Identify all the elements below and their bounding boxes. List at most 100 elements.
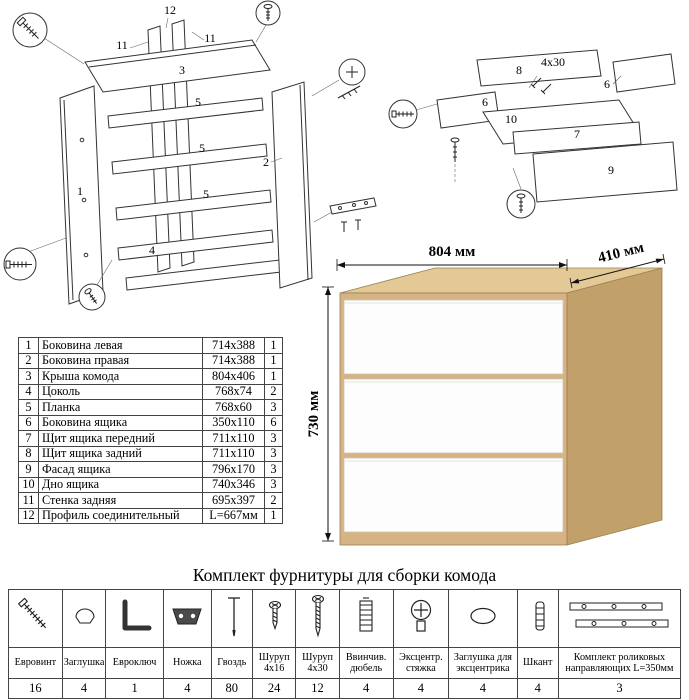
hardware-icons-row bbox=[8, 589, 682, 648]
part-name: Щит ящика передний bbox=[38, 430, 203, 447]
part-number: 6 bbox=[18, 414, 39, 431]
hardware-item-label: Евроключ bbox=[105, 647, 165, 679]
carcass-exploded-diagram: 12 11 11 3 1 2 5 5 5 4 bbox=[3, 0, 377, 311]
hardware-item-label: Гвоздь bbox=[210, 647, 253, 679]
part-label-2: 2 bbox=[263, 155, 269, 169]
part-name: Цоколь bbox=[38, 383, 203, 400]
part-7-drawer-front-shield bbox=[512, 121, 642, 155]
part-label-5: 5 bbox=[203, 187, 209, 201]
part-label-11: 11 bbox=[116, 38, 128, 52]
part-qty: 1 bbox=[264, 337, 283, 354]
part-size: 714x388 bbox=[202, 352, 265, 369]
part-name: Фасад ящика bbox=[38, 461, 203, 478]
hardware-item-label: Эксцентр. стяжка bbox=[392, 647, 450, 679]
drawer-front-1 bbox=[343, 299, 564, 375]
hardware-item-qty: 80 bbox=[210, 678, 253, 699]
part-3-top-panel bbox=[84, 39, 271, 93]
cam-lock-icon bbox=[392, 589, 450, 648]
part-qty: 1 bbox=[264, 368, 283, 385]
euroscrew-callout-icon bbox=[388, 99, 418, 129]
drawer-front-3 bbox=[343, 457, 564, 533]
part-label-1: 1 bbox=[77, 184, 83, 198]
hardware-title: Комплект фурнитуры для сборки комода bbox=[192, 565, 497, 585]
dimension-depth-label: 410 мм bbox=[596, 243, 645, 267]
screw-4x30-icon bbox=[295, 589, 340, 648]
plug-icon bbox=[61, 589, 107, 648]
part-label-9: 9 bbox=[608, 163, 614, 177]
part-number: 5 bbox=[18, 399, 39, 416]
part-label-10: 10 bbox=[505, 112, 517, 126]
hardware-item-label: Шкант bbox=[516, 647, 559, 679]
part-qty: 3 bbox=[264, 461, 283, 478]
hardware-item-qty: 4 bbox=[338, 678, 394, 699]
part-qty: 2 bbox=[264, 492, 283, 509]
part-qty: 3 bbox=[264, 399, 283, 416]
part-number: 2 bbox=[18, 352, 39, 369]
part-name: Стенка задняя bbox=[38, 492, 203, 509]
part-name: Крыша комода bbox=[38, 368, 203, 385]
part-5-rails bbox=[107, 97, 272, 221]
euroscrew-callout-icon bbox=[3, 247, 37, 281]
euroscrew-icon bbox=[8, 589, 63, 648]
roller-guide-detail-icon bbox=[329, 197, 377, 232]
roller-guides-icon bbox=[557, 589, 682, 648]
part-size: 350x110 bbox=[202, 414, 265, 431]
part-size: 796x170 bbox=[202, 461, 265, 478]
hardware-item-label: Шуруп 4x30 bbox=[295, 647, 340, 679]
part-size: 804x406 bbox=[202, 368, 265, 385]
screw-dowel-icon bbox=[338, 589, 394, 648]
screw-size-note: 4x30 bbox=[541, 55, 565, 69]
dimension-width: 804 мм bbox=[336, 244, 568, 271]
part-size: 711x110 bbox=[202, 445, 265, 462]
dresser-side-panel bbox=[566, 267, 663, 546]
screw-callout-icon bbox=[255, 0, 281, 26]
part-size: 768x74 bbox=[202, 383, 265, 400]
part-6-drawer-side-right bbox=[612, 53, 676, 93]
hardware-item-qty: 4 bbox=[516, 678, 559, 699]
hardware-item-qty: 4 bbox=[61, 678, 107, 699]
screw-4x16-icon bbox=[251, 589, 297, 648]
hardware-item-qty: 12 bbox=[295, 678, 340, 699]
shkant-icon bbox=[516, 589, 559, 648]
part-qty: 1 bbox=[264, 352, 283, 369]
part-label-5: 5 bbox=[195, 95, 201, 109]
part-number: 12 bbox=[18, 507, 39, 524]
part-qty: 6 bbox=[264, 414, 283, 431]
part-number: 8 bbox=[18, 445, 39, 462]
dimension-height: 730 мм bbox=[308, 286, 334, 542]
part-qty: 1 bbox=[264, 507, 283, 524]
hardware-item-qty: 4 bbox=[163, 678, 212, 699]
part-name: Боковина правая bbox=[38, 352, 203, 369]
part-qty: 3 bbox=[264, 430, 283, 447]
part-number: 3 bbox=[18, 368, 39, 385]
part-label-4: 4 bbox=[149, 243, 155, 257]
part-label-6: 6 bbox=[482, 95, 488, 109]
part-qty: 2 bbox=[264, 383, 283, 400]
hardware-item-qty: 1 bbox=[105, 678, 165, 699]
part-label-5: 5 bbox=[199, 141, 205, 155]
hardware-item-label: Заглушка для эксцентрика bbox=[448, 647, 518, 679]
dresser-body bbox=[339, 267, 663, 546]
hardware-item-qty: 4 bbox=[448, 678, 518, 699]
part-size: 695x397 bbox=[202, 492, 265, 509]
nail-icon bbox=[210, 589, 253, 648]
part-size: 711x110 bbox=[202, 430, 265, 447]
part-4-plinth-rails bbox=[117, 229, 282, 291]
part-number: 4 bbox=[18, 383, 39, 400]
cam-cover-icon bbox=[448, 589, 518, 648]
part-label-3: 3 bbox=[179, 63, 185, 77]
part-label-8: 8 bbox=[516, 63, 522, 77]
part-8-drawer-back bbox=[476, 49, 602, 87]
